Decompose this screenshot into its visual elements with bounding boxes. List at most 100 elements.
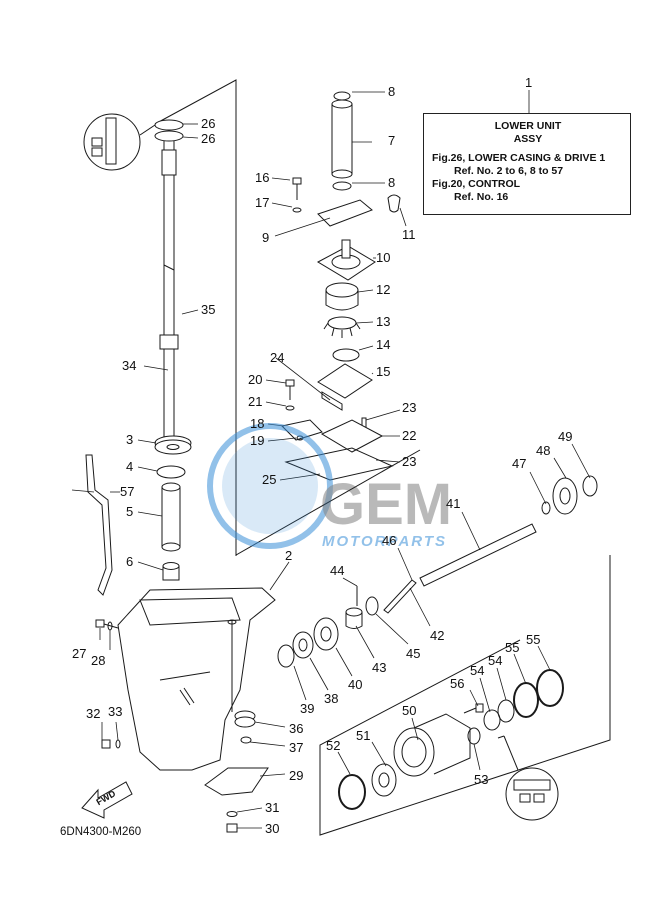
callout-numbers: 1 8 7 8 16 17 9 11 10 12 13 14 15 24 20 … [72,75,572,836]
callout-34: 34 [122,358,136,373]
callout-8-bottom: 8 [388,175,395,190]
insert-cartridge-12 [325,282,359,311]
bush-6 [162,562,180,581]
oring-8-bottom [332,181,352,191]
callout-31: 31 [265,800,279,815]
callout-2: 2 [285,548,292,563]
reverse-gear-48 [552,477,578,515]
forward-gear-40 [313,617,339,651]
callout-47: 47 [512,456,526,471]
trim-tab-29 [204,767,269,796]
callout-38: 38 [324,691,338,706]
impeller-13 [323,316,361,338]
callout-5: 5 [126,504,133,519]
washer-21 [285,405,295,411]
gasket-14 [332,348,360,362]
info-ref-fig20: Fig.20, CONTROL [432,178,521,190]
bolt-16 [292,177,302,200]
callout-30: 30 [265,821,279,836]
callout-42: 42 [430,628,444,643]
diagram-code: 6DN4300-M260 [60,826,142,838]
washer-31 [226,811,238,817]
pinion-43 [345,607,363,629]
propeller-shaft-housing-50 [393,713,471,777]
callout-15: 15 [376,364,390,379]
callout-54-left: 54 [470,663,484,678]
gasket-33 [115,739,121,749]
info-ref-nos-1: Ref. No. 2 to 6, 8 to 57 [454,165,564,177]
callout-51: 51 [356,728,370,743]
callout-1: 1 [525,75,532,90]
callout-23-top: 23 [402,400,416,415]
callout-40: 40 [348,677,362,692]
callout-41: 41 [446,496,460,511]
shim-45 [365,596,379,616]
shim-39 [277,644,295,668]
oil-seal-54b [497,699,515,723]
callout-18: 18 [250,416,264,431]
callout-33: 33 [108,704,122,719]
callout-50: 50 [402,703,416,718]
callout-16: 16 [255,170,269,185]
plate-9 [317,199,373,227]
grommet-11 [387,194,401,213]
callout-46: 46 [382,533,396,548]
bolt-56 [463,703,484,714]
watermark-sub: MOTORPARTS [322,533,447,550]
oring-52 [338,774,366,810]
callout-55-right: 55 [526,632,540,647]
callout-35: 35 [201,302,215,317]
callout-43: 43 [372,660,386,675]
callout-29: 29 [289,768,303,783]
callout-17: 17 [255,195,269,210]
callout-14: 14 [376,337,390,352]
callout-7: 7 [388,133,395,148]
callout-45: 45 [406,646,420,661]
callout-25: 25 [262,472,276,487]
anode-36 [234,710,256,728]
shim-49 [582,475,598,497]
leader-lines [71,90,591,829]
callout-4: 4 [126,459,133,474]
callout-57: 57 [120,484,134,499]
callout-56: 56 [450,676,464,691]
lower-casing-2 [117,587,276,771]
callout-52: 52 [326,738,340,753]
callout-19: 19 [250,433,264,448]
outer-plate-15 [317,363,373,399]
detail-inset-bottom [497,735,559,821]
callout-24: 24 [270,350,284,365]
callout-48: 48 [536,443,550,458]
shift-plunger-46 [383,579,417,614]
callout-44: 44 [330,563,344,578]
plate-25 [284,447,394,481]
bolt-30 [226,823,238,833]
callout-11: 11 [402,227,416,242]
callout-26-bottom: 26 [201,131,215,146]
callout-49: 49 [558,429,572,444]
oring-55b [536,669,564,707]
callout-28: 28 [91,653,105,668]
callout-10: 10 [376,250,390,265]
bearing-51 [371,763,397,797]
assembly-info-box: LOWER UNIT ASSY Fig.26, LOWER CASING & D… [423,113,631,215]
callout-37: 37 [289,740,303,755]
callout-55-left: 55 [505,640,519,655]
oring-55a [513,682,539,718]
washer-17 [292,207,302,213]
callout-36: 36 [289,721,303,736]
callout-27: 27 [72,646,86,661]
callout-26-top: 26 [201,116,215,131]
callout-20: 20 [248,372,262,387]
callout-13: 13 [376,314,390,329]
callout-22: 22 [402,428,416,443]
pump-housing-10 [316,239,376,281]
watermark-logo: GEM MOTORPARTS [207,423,452,550]
washer-37 [240,736,252,744]
lower-frame-line [319,555,611,836]
callout-9: 9 [262,230,269,245]
fwd-arrow-icon [81,781,133,819]
callout-12: 12 [376,282,390,297]
drive-shaft [159,139,179,441]
